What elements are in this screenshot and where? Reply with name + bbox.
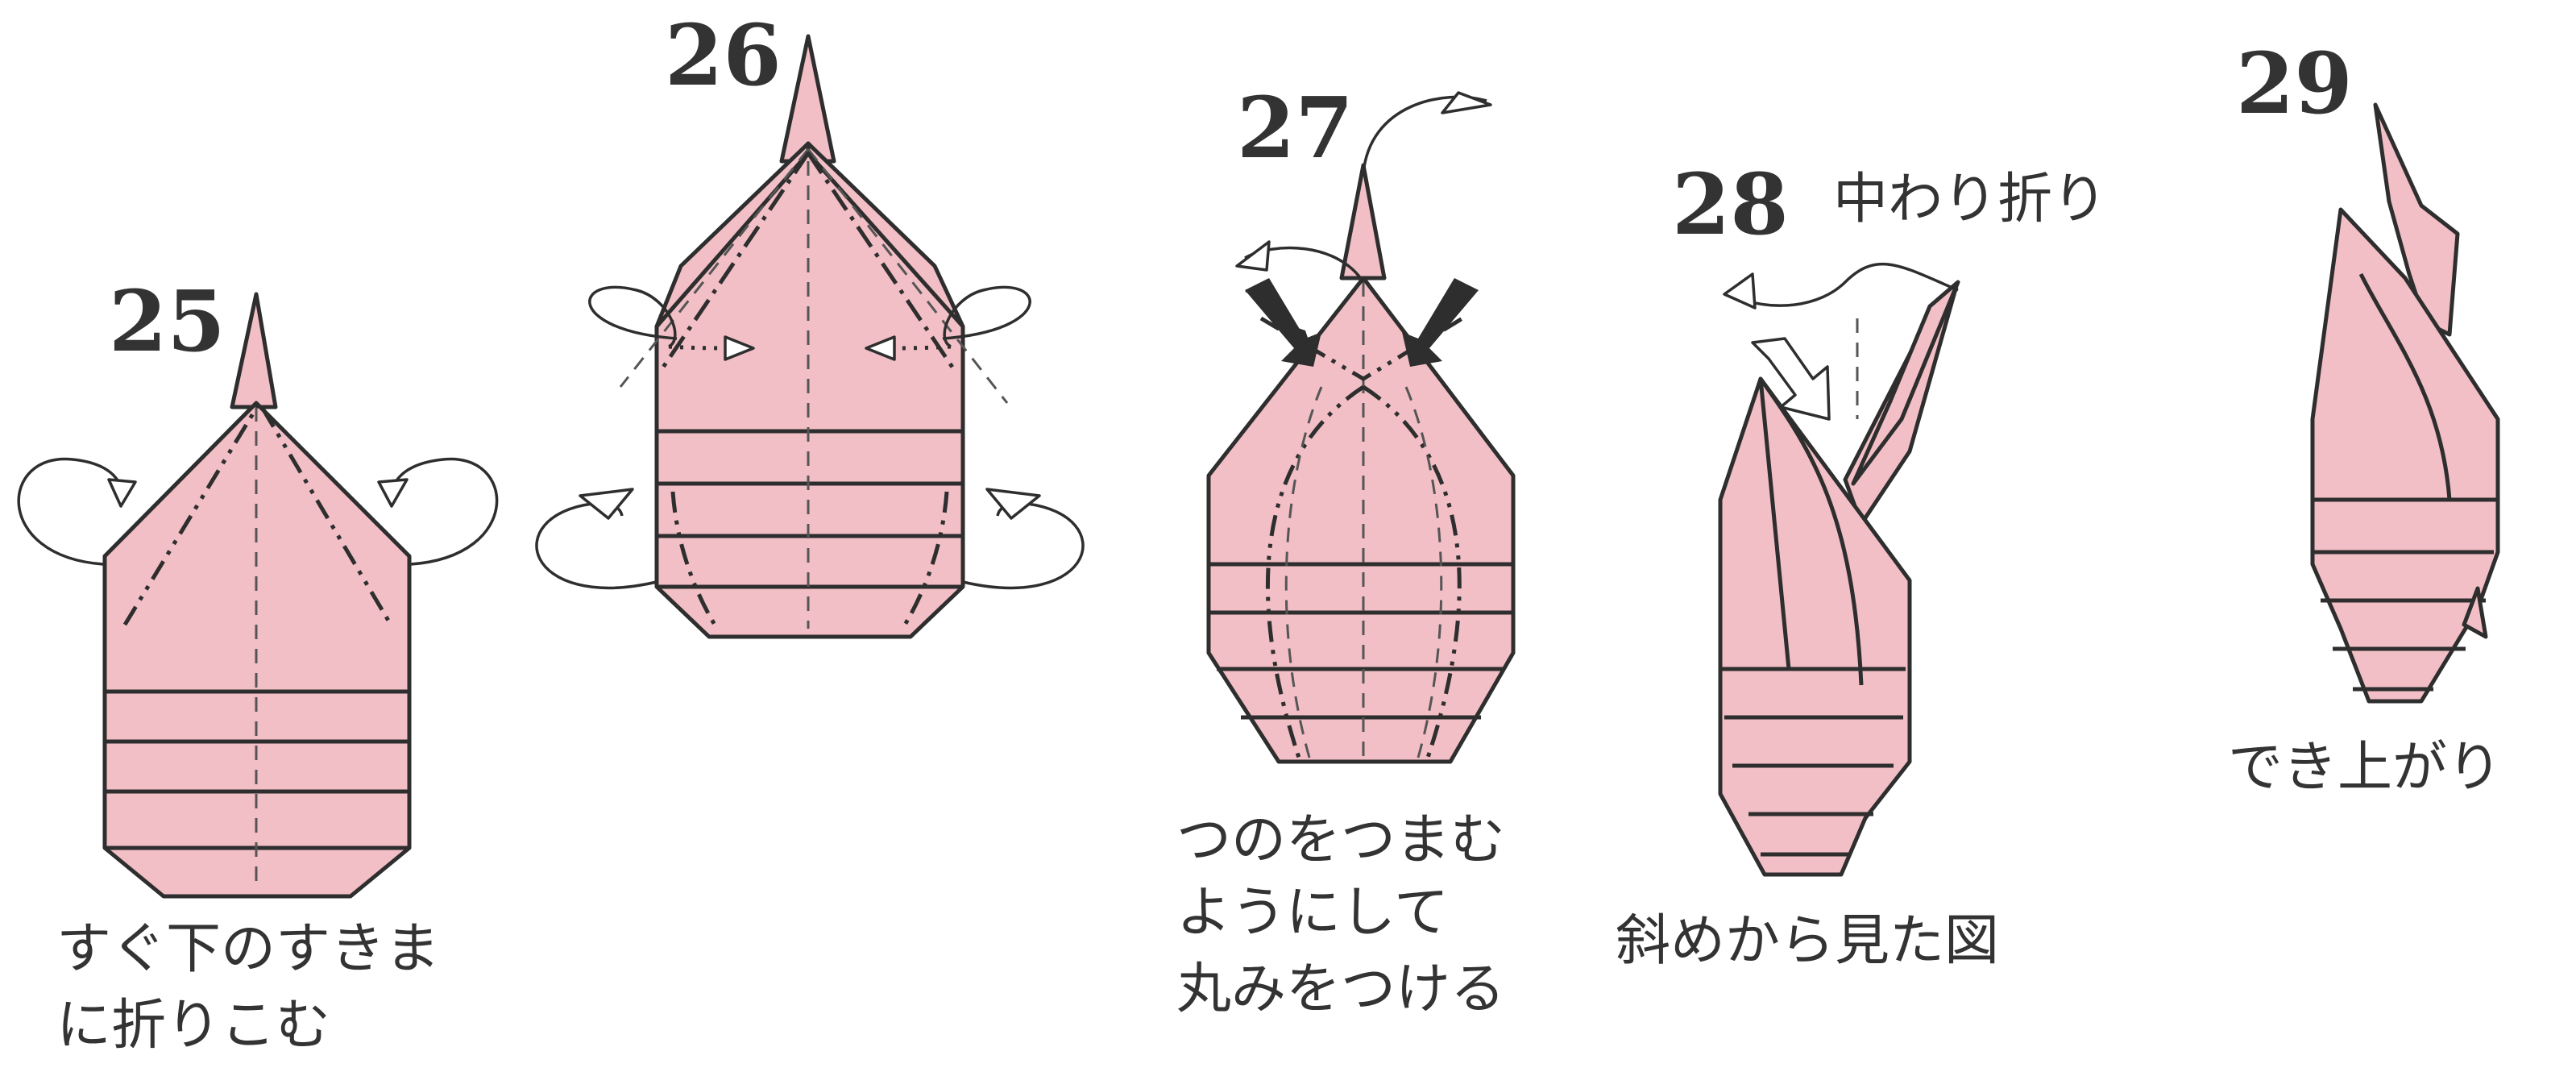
finished-beetle [2310,102,2500,704]
push-arrow [1751,337,1831,421]
fold-name-label: 中わり折り [1833,168,2107,231]
step-number: 28 [1672,155,1789,254]
beetle-figure [1206,163,1516,764]
pinch-arrow-left [1245,278,1321,367]
step-number: 25 [109,272,226,371]
step-number: 29 [2236,34,2353,133]
fold-behind-arrow-left [17,457,137,566]
step-29: 29 でき上がり [2228,34,2502,800]
fold-behind-arrow-right [377,457,499,566]
caption-line: すぐ下のすきま [56,917,440,981]
caption-line: つのをつまむ [1176,808,1505,872]
pinch-arrow-right [1402,278,1479,367]
fold-behind-arrow-lower-right [962,488,1085,590]
step-27: 27 つのをつまむ ようにして [1176,78,1516,1021]
step-number: 27 [1237,78,1354,177]
beetle-figure [619,34,1009,639]
horn [230,292,278,409]
beetle-figure-side [1718,280,1960,877]
step-number: 26 [665,6,782,105]
caption-line: ようにして [1176,881,1449,945]
beetle-figure [102,292,412,899]
step-26: 26 [535,6,1085,639]
fold-arrow-upper-left [588,285,755,361]
step-25: 25 すぐ下のすきま に折りこむ [17,272,499,1057]
caption-line: に折りこむ [56,994,330,1057]
fold-arrow-upper-right [865,285,1031,361]
horn [1339,163,1387,280]
caption-line: 斜めから見た図 [1616,909,1999,973]
curve-arrow-horn [1235,91,1492,283]
step-28: 28 中わり折り 斜めから見た図 [1616,155,2107,973]
fold-behind-arrow-lower-left [535,488,657,590]
caption-line: 丸みをつける [1176,958,1505,1021]
caption-line: でき上がり [2228,736,2502,800]
curve-arrow-inside-reverse [1723,262,1959,310]
